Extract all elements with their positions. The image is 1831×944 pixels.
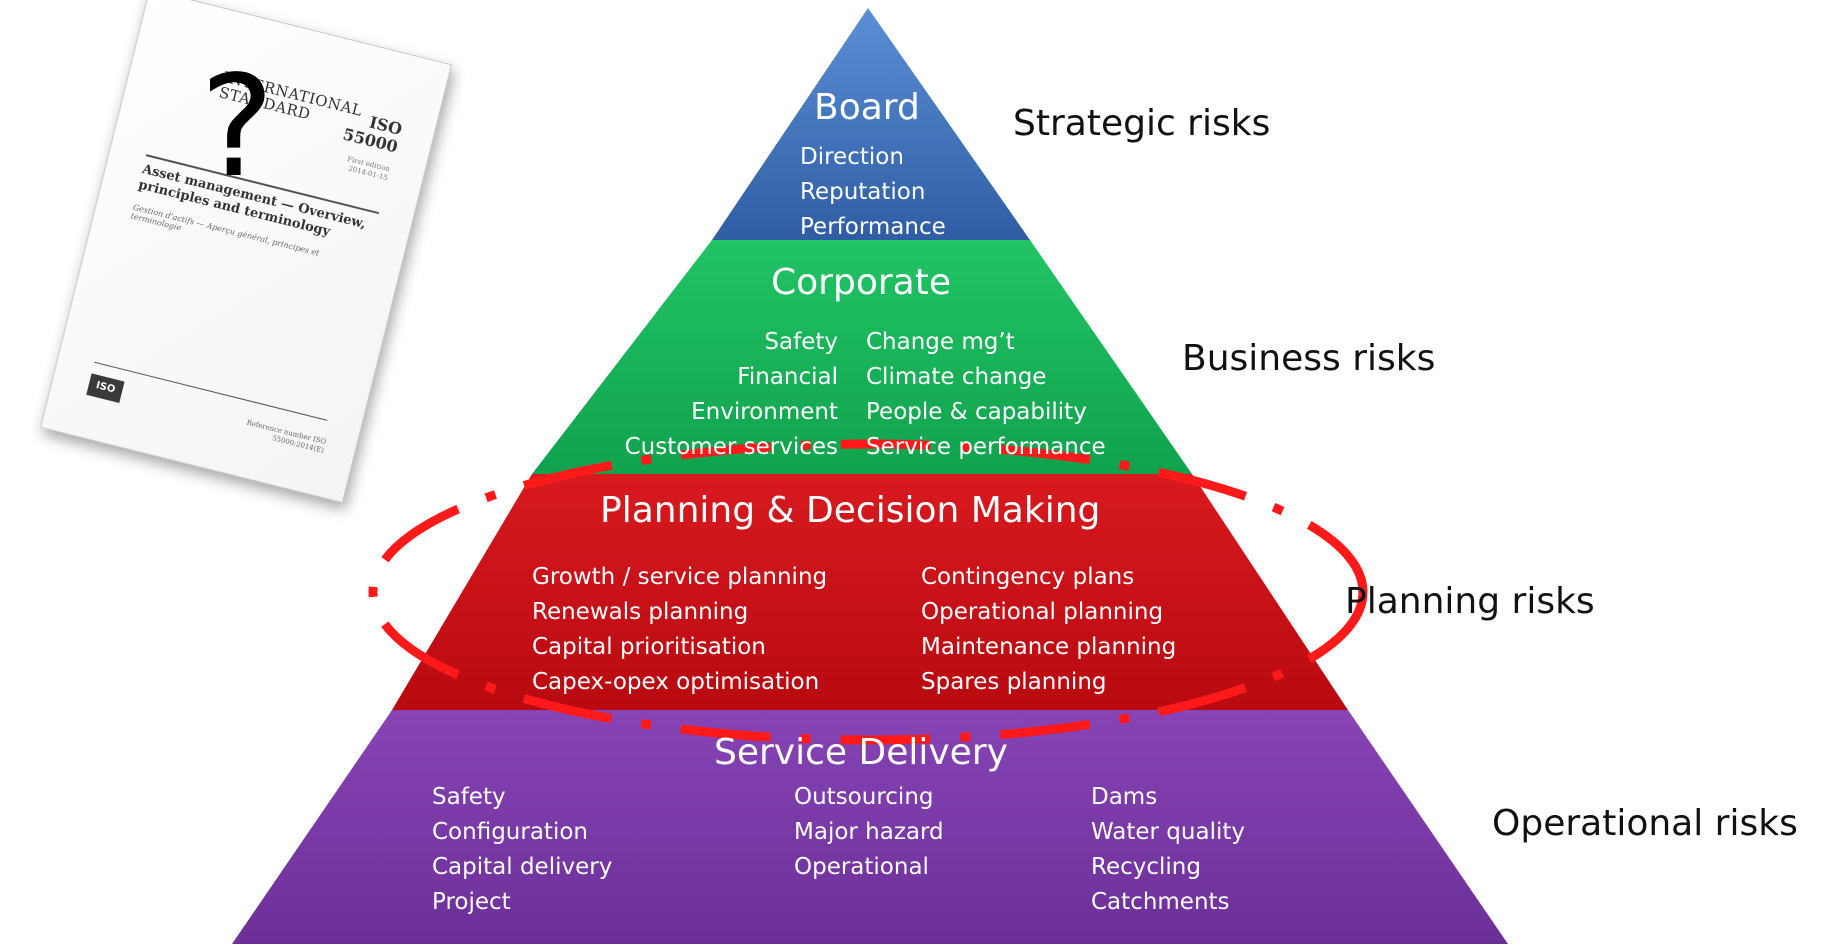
tier-corporate-right-item: People & capability xyxy=(866,399,1087,425)
tier-corporate-left-item: Safety xyxy=(764,329,838,355)
tier-delivery-col2-item: Outsourcing xyxy=(794,784,934,810)
tier-board-title: Board xyxy=(814,87,920,128)
tier-delivery-col1-item: Project xyxy=(432,889,511,915)
tier-delivery-col3-item: Recycling xyxy=(1091,854,1201,880)
tier-planning-right-item: Operational planning xyxy=(921,599,1164,625)
tier-planning-left-item: Growth / service planning xyxy=(532,564,828,590)
tier-board-shape xyxy=(712,8,1030,240)
tier-corporate-left-item: Environment xyxy=(691,399,838,425)
question-mark-icon: ? xyxy=(200,46,275,209)
risk-label-planning: Planning risks xyxy=(1345,581,1595,622)
tier-delivery-title: Service Delivery xyxy=(714,732,1008,773)
tier-planning-left-item: Capex-opex optimisation xyxy=(532,669,820,695)
tier-planning-shape xyxy=(392,474,1348,710)
tier-planning-right-item: Spares planning xyxy=(921,669,1107,695)
tier-delivery-col2-item: Major hazard xyxy=(794,819,944,845)
tier-corporate-shape xyxy=(532,240,1192,474)
tier-delivery-col3-item: Water quality xyxy=(1091,819,1245,845)
tier-delivery-col3-item: Dams xyxy=(1091,784,1158,810)
tier-board-item: Reputation xyxy=(800,179,926,205)
tier-corporate-right-item: Change mg’t xyxy=(866,329,1015,355)
risk-label-operational: Operational risks xyxy=(1492,803,1798,844)
tier-planning-title: Planning & Decision Making xyxy=(600,490,1101,531)
tier-delivery-col1-item: Configuration xyxy=(432,819,588,845)
tier-planning-right-item: Maintenance planning xyxy=(921,634,1177,660)
tier-delivery-col1-item: Capital delivery xyxy=(432,854,613,880)
tier-delivery-shape xyxy=(232,710,1508,944)
tier-planning-left-item: Renewals planning xyxy=(532,599,749,625)
tier-board-item: Performance xyxy=(800,214,946,240)
tier-delivery-col3-item: Catchments xyxy=(1091,889,1230,915)
tier-delivery-col2-item: Operational xyxy=(794,854,929,880)
tier-corporate-left-item: Customer services xyxy=(624,434,838,460)
tier-corporate-right-item: Climate change xyxy=(866,364,1047,390)
tier-delivery-col1-item: Safety xyxy=(432,784,506,810)
tier-board-item: Direction xyxy=(800,144,904,170)
tier-corporate-title: Corporate xyxy=(771,262,951,303)
tier-planning-right-item: Contingency plans xyxy=(921,564,1135,590)
risk-label-business: Business risks xyxy=(1182,338,1436,379)
tier-planning-left-item: Capital prioritisation xyxy=(532,634,766,660)
tier-corporate-left-item: Financial xyxy=(737,364,838,390)
risk-label-strategic: Strategic risks xyxy=(1013,103,1271,144)
tier-corporate-right-item: Service performance xyxy=(866,434,1106,460)
planning-highlight-ellipse xyxy=(368,439,1368,745)
